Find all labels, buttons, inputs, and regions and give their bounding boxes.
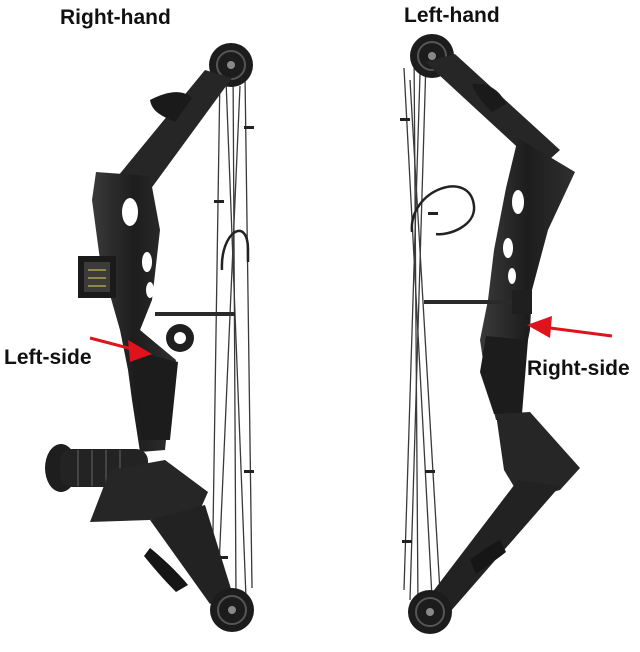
left-hand-bow: [400, 34, 580, 634]
right-hand-label: Right-hand: [60, 6, 171, 29]
red-arrow-icon: [89, 336, 152, 362]
lower-cam: [210, 588, 254, 632]
lower-cam: [408, 590, 452, 634]
right-hand-bow: [45, 43, 254, 632]
left-side-label: Left-side: [4, 346, 92, 369]
left-hand-label: Left-hand: [404, 4, 500, 27]
right-side-label: Right-side: [527, 357, 630, 380]
bow-sight: [78, 256, 116, 298]
bow-strings: [211, 61, 253, 601]
bow-strings: [403, 51, 441, 609]
red-arrow-icon: [527, 316, 613, 338]
